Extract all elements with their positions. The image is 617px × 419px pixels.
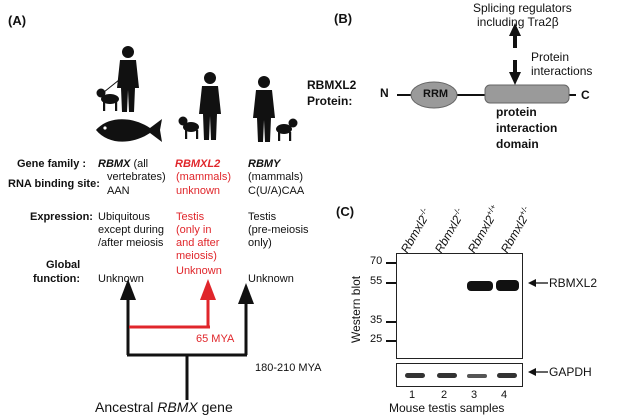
row-label-expression: Expression:: [30, 211, 93, 223]
row-label-global-line1: Global: [46, 259, 81, 271]
row-label-global-line2: function:: [33, 273, 81, 285]
arrowhead-rbmy-icon: [238, 283, 254, 304]
western-blot-gapdh: [396, 363, 523, 387]
gapdh-band: [467, 374, 487, 378]
marker-tick: [386, 340, 396, 342]
gapdh-band: [405, 373, 425, 378]
rbmxl2-expression-line2: (only in: [176, 224, 212, 236]
marker-35: 35: [370, 314, 383, 326]
rbmxl2-expression-line4: meiosis): [176, 250, 217, 262]
ancestral-prefix: Ancestral: [95, 399, 158, 415]
lane-number: 2: [441, 389, 448, 401]
interactions-line1: Protein: [531, 50, 570, 64]
regulators-line2: including Tra2β: [477, 15, 559, 29]
arrow-gapdh-band-icon: [528, 368, 548, 376]
rbmy-expression-line1: Testis: [248, 211, 277, 223]
rbmy-function: Unknown: [248, 273, 294, 285]
arrow-rbmxl2-band-icon: [528, 279, 548, 287]
protein-label-line2: Protein:: [307, 94, 353, 108]
western-blot-main: [396, 253, 523, 359]
rbmxl2-gene-name: RBMXL2: [175, 158, 221, 170]
dog-silhouette-icon: [178, 116, 199, 139]
rbmy-family-line2: (mammals): [248, 171, 303, 183]
lane-number: 3: [471, 389, 478, 401]
rbmy-expression-line2: (pre-meiosis: [248, 224, 309, 236]
rbmx-rna-site: AAN: [107, 185, 130, 197]
panel-c-label: (C): [336, 204, 355, 219]
ancestral-suffix: gene: [197, 399, 233, 415]
arrowhead-rbmx-icon: [120, 279, 136, 300]
marker-25: 25: [370, 333, 383, 345]
rbmy-expression-line3: only): [248, 237, 272, 249]
dog-silhouette-icon: [96, 79, 120, 111]
rrm-domain: [410, 81, 458, 109]
gapdh-band: [497, 373, 517, 378]
lane-number: 1: [409, 389, 416, 401]
blot-band-rbmxl2: [496, 280, 519, 291]
rbmy-rna-site: C(U/A)CAA: [248, 185, 305, 197]
western-blot-ylabel: Western blot: [349, 275, 363, 343]
n-terminus-label: N: [380, 86, 389, 100]
double-arrow-icon: [509, 23, 521, 85]
rbmx-function: Unknown: [98, 273, 144, 285]
gapdh-band: [437, 373, 457, 378]
protein-interaction-domain-box: [484, 84, 570, 104]
rbmx-expression-line1: Ubiquitous: [98, 211, 150, 223]
lane-number: 4: [501, 389, 508, 401]
rbmy-gene-name: RBMY: [248, 158, 281, 170]
panel-b-label: (B): [334, 11, 353, 26]
ancestral-gene-name: RBMX: [157, 399, 198, 415]
marker-55: 55: [370, 275, 383, 287]
evolution-tree: [126, 298, 248, 400]
rbmx-family-line2: vertebrates): [107, 171, 166, 183]
rbmx-family-line1: RBMX (all: [98, 158, 148, 171]
person-silhouette-icon: [199, 72, 221, 140]
marker-tick: [386, 262, 396, 264]
panel-a-label: (A): [8, 13, 27, 28]
rbmxl2-function: Unknown: [176, 265, 222, 277]
western-blot-xlabel: Mouse testis samples: [389, 401, 505, 415]
rbmx-expression-line3: /after meiosis: [98, 237, 164, 249]
row-label-rna-binding: RNA binding site:: [8, 178, 100, 190]
rbmxl2-rna-site: unknown: [176, 185, 221, 197]
rbmxl2-band-label: RBMXL2: [549, 276, 598, 290]
blot-band-rbmxl2: [467, 281, 493, 291]
person-silhouette-icon: [117, 46, 139, 112]
gapdh-band-label: GAPDH: [549, 365, 592, 379]
protein-label-line1: RBMXL2: [307, 78, 357, 92]
person-silhouette-icon: [253, 76, 275, 142]
rbmxl2-family-line2: (mammals): [176, 171, 231, 183]
domain-label-line2: interaction: [496, 121, 558, 135]
rbmxl2-expression-line3: and after: [176, 237, 220, 249]
rbmx-gene-name: RBMX: [98, 158, 131, 170]
interactions-line2: interactions: [531, 64, 593, 78]
row-label-gene-family: Gene family :: [17, 158, 87, 170]
marker-tick: [386, 321, 396, 323]
domain-label-line3: domain: [496, 137, 539, 151]
rbmxl2-expression-line1: Testis: [176, 211, 205, 223]
rbmx-family-suffix: (all: [130, 158, 149, 170]
rbmx-expression-line2: except during: [98, 224, 165, 236]
ancestral-gene-label: Ancestral RBMX gene: [95, 399, 233, 415]
marker-tick: [386, 282, 396, 284]
regulators-line1: Splicing regulators: [473, 1, 572, 15]
domain-label-line1: protein: [496, 105, 537, 119]
fish-silhouette-icon: [96, 119, 162, 142]
dog-silhouette-icon: [276, 118, 298, 141]
mya-180-210-label: 180-210 MYA: [255, 362, 322, 374]
arrowhead-rbmxl2-icon: [200, 279, 216, 300]
marker-70: 70: [370, 255, 383, 267]
mya-65-label: 65 MYA: [196, 333, 235, 345]
rrm-label: RRM: [423, 88, 449, 100]
c-terminus-label: C: [581, 88, 590, 102]
